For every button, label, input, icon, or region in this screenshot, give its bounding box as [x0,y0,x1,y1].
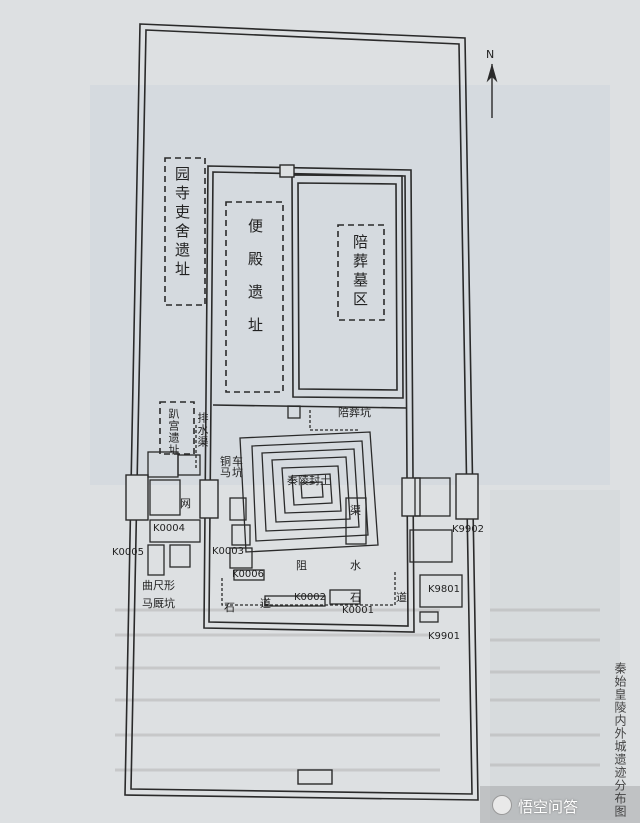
k0004-pit [149,519,201,543]
k9902-pit [409,529,453,563]
yuan-si-li-she-box [164,157,206,306]
label-pei-zang-mu: 陪葬墓区 [351,234,369,310]
qu-channel [345,497,367,545]
code-k0004: K0004 [153,523,186,534]
watermark-logo-icon [492,795,512,815]
label-dao-right: 道 [396,591,407,604]
west-inner-gate [199,479,219,519]
photo-overlay [90,85,610,485]
code-k0005: K0005 [112,547,145,558]
stone-road [221,570,396,606]
west-outer-gate [125,474,149,521]
inner-wall [203,165,415,633]
code-k9801: K9801 [428,584,461,595]
bian-dian-box [225,201,284,393]
k0003-pit [229,547,253,569]
zu-gong-box [159,401,195,455]
label-pai-shui-qu: 排水渠 [196,412,209,448]
k0006-pit [233,569,265,581]
k0002-pit [264,595,326,607]
code-k9901: K9901 [428,631,461,642]
label-gang: 网 [180,497,191,510]
south-outer-gate [297,769,333,785]
east-inner-gate [401,477,421,517]
code-k0006: K0006 [232,569,265,580]
label-tong-che-ma-keng: 铜车马坑 [220,455,244,479]
label-shi-right: 石 [350,591,361,604]
figure-caption: 秦始皇陵内外城遗迹分布图 [613,662,627,818]
tomb-area-box [291,174,404,399]
label-shi-left: 石 [224,601,235,614]
label-bian-dian: 便殿遗址 [246,218,264,350]
code-k0001: K0001 [342,605,375,616]
label-zu-gong: 趴宫遗址 [167,408,180,456]
label-pei-zang-keng: 陪葬坑 [338,406,371,419]
label-qu: 渠 [350,504,361,517]
label-shui: 水 [350,559,361,572]
k9801-pit [419,574,463,608]
label-qu-chi-xing: 曲尺形 [142,579,175,592]
code-k0002: K0002 [294,592,327,603]
label-dao-left: 道 [260,597,271,610]
east-outer-gate [455,473,479,520]
bleed-through-text [115,608,600,772]
cross-wall [212,404,408,409]
label-zu: 阻 [296,559,307,572]
north-inner-gate [279,164,295,178]
k9901-pit [419,611,439,623]
k0001-pit [329,589,361,605]
north-arrow [486,63,498,118]
code-k0003: K0003 [212,546,245,557]
code-k9902: K9902 [452,524,485,535]
watermark-text: 悟空问答 [518,798,579,816]
label-ma-jiu-keng: 马厩坑 [142,597,175,610]
outer-wall-inner [130,29,473,795]
outer-wall [124,23,479,801]
pei-zang-mu-box [337,224,385,321]
north-label: N [486,48,495,61]
mound-contours [239,431,379,553]
label-yuan-si-li-she: 园寺吏舍遗址 [173,166,191,280]
label-feng-tu: 秦陵封土 [287,474,331,487]
